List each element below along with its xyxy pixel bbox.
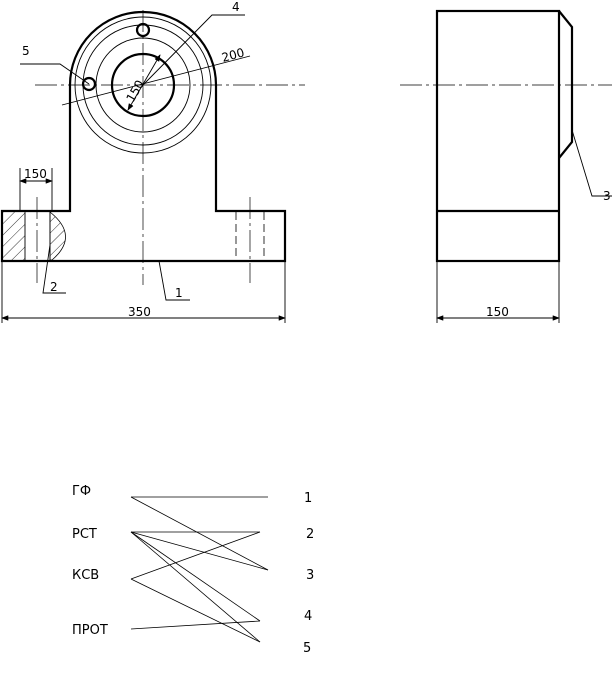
callout-5: 5	[22, 44, 30, 58]
graph-link	[130, 578, 261, 643]
graph-left-label-ksv: КСВ	[72, 568, 99, 583]
graph-right-label-5: 5	[303, 641, 311, 656]
graph-right-label-3: 3	[306, 568, 314, 583]
section-hatch-curved	[49, 211, 66, 261]
dim-200: 200	[220, 45, 246, 64]
graph-link	[130, 531, 261, 643]
graph-links	[130, 496, 269, 643]
graph-link	[130, 531, 261, 622]
callout-4: 4	[232, 0, 240, 14]
graph-left-label-prot: ПРОТ	[72, 623, 108, 638]
matching-graph: ГФ РСТ КСВ ПРОТ 1 2 3 4 5	[72, 484, 314, 656]
dim-150-diameter: 150	[123, 78, 147, 105]
graph-right-label-2: 2	[306, 527, 314, 542]
side-boss-edge	[558, 10, 574, 159]
callout-3: 3	[603, 189, 611, 203]
graph-left-label-rst: РСТ	[72, 527, 97, 542]
graph-right-label-1: 1	[304, 491, 312, 506]
callout-1: 1	[175, 286, 183, 300]
small-hole-left	[81, 76, 97, 92]
graph-link	[130, 531, 261, 580]
side-view: 3 150	[400, 9, 612, 323]
callout-2: 2	[50, 280, 58, 294]
front-view: 200 150 4 5 150 2 1 350	[0, 0, 305, 323]
graph-link	[130, 496, 269, 571]
dim-350: 350	[128, 305, 151, 319]
section-hatch	[3, 212, 25, 260]
graph-link	[130, 531, 269, 571]
dim-150-side: 150	[486, 305, 509, 319]
graph-right-label-4: 4	[304, 609, 312, 624]
graph-left-label-gf: ГФ	[72, 484, 91, 499]
part-outline	[0, 10, 287, 263]
dim-150-left: 150	[24, 167, 47, 181]
side-outline	[435, 9, 561, 263]
graph-link	[130, 620, 261, 630]
